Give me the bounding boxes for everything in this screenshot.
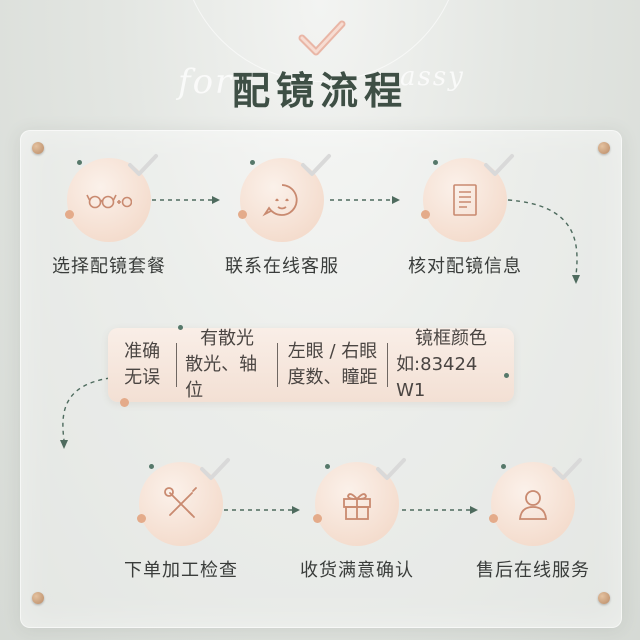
pin-top-left: [32, 142, 44, 154]
accent-dot: [433, 160, 438, 165]
info-text: 无误: [124, 367, 161, 388]
step-contact-service: 联系在线客服: [197, 154, 367, 278]
info-text: 度数、瞳距: [287, 367, 378, 388]
checkmark-icon: [376, 458, 406, 480]
step-label: 核对配镜信息: [408, 256, 522, 277]
step-label: 收货满意确认: [300, 560, 414, 581]
pin-bottom-right: [598, 592, 610, 604]
accent-dot: [501, 464, 506, 469]
step-verify-info: 核对配镜信息: [380, 154, 550, 278]
step-select-package: 选择配镜套餐: [24, 154, 194, 278]
step-label: 选择配镜套餐: [52, 256, 166, 277]
page-title: 配镜流程: [231, 69, 408, 113]
info-text: 左眼 / 右眼: [287, 341, 378, 362]
info-text: 散光、轴位: [185, 354, 258, 401]
accent-dot: [238, 210, 247, 219]
info-eyes: 左眼 / 右眼 度数、瞳距: [278, 339, 387, 391]
accent-dot: [77, 160, 82, 165]
checkmark-icon: [301, 154, 331, 176]
step-label: 售后在线服务: [476, 560, 590, 581]
step-after-sales: 售后在线服务: [448, 458, 618, 582]
accent-dot: [120, 398, 129, 407]
accent-dot: [421, 210, 430, 219]
accent-dot: [250, 160, 255, 165]
accent-dot: [178, 325, 183, 330]
accent-dot: [504, 373, 509, 378]
pin-bottom-left: [32, 592, 44, 604]
checkmark-icon: [298, 20, 346, 56]
info-accuracy: 准确 无误: [108, 339, 176, 391]
checkmark-icon: [200, 458, 230, 480]
checkmark-icon: [128, 154, 158, 176]
step-order-process: 下单加工检查: [96, 458, 266, 582]
step-label: 联系在线客服: [225, 256, 339, 277]
pin-top-right: [598, 142, 610, 154]
accent-dot: [65, 210, 74, 219]
divider: [176, 343, 178, 387]
divider: [277, 343, 278, 387]
info-astigmatism: 有散光 散光、轴位: [177, 326, 277, 404]
step-receive-confirm: 收货满意确认: [272, 458, 442, 582]
accent-dot: [149, 464, 154, 469]
decorative-script: for: [178, 62, 234, 102]
accent-dot: [137, 514, 146, 523]
info-text: 镜框颜色: [415, 328, 488, 349]
divider: [387, 343, 389, 387]
checkmark-icon: [552, 458, 582, 480]
checkmark-icon: [484, 154, 514, 176]
info-text: 如:83424 W1: [396, 354, 478, 401]
step-label: 下单加工检查: [124, 560, 238, 581]
accent-dot: [313, 514, 322, 523]
accent-dot: [325, 464, 330, 469]
info-frame-color: 镜框颜色 如:83424 W1: [388, 326, 514, 404]
decorative-script-right: assy: [400, 62, 465, 92]
info-box: 准确 无误 有散光 散光、轴位 左眼 / 右眼 度数、瞳距 镜框颜色 如:834…: [108, 325, 514, 407]
accent-dot: [489, 514, 498, 523]
info-text: 有散光: [200, 328, 255, 349]
info-text: 准确: [124, 341, 161, 362]
